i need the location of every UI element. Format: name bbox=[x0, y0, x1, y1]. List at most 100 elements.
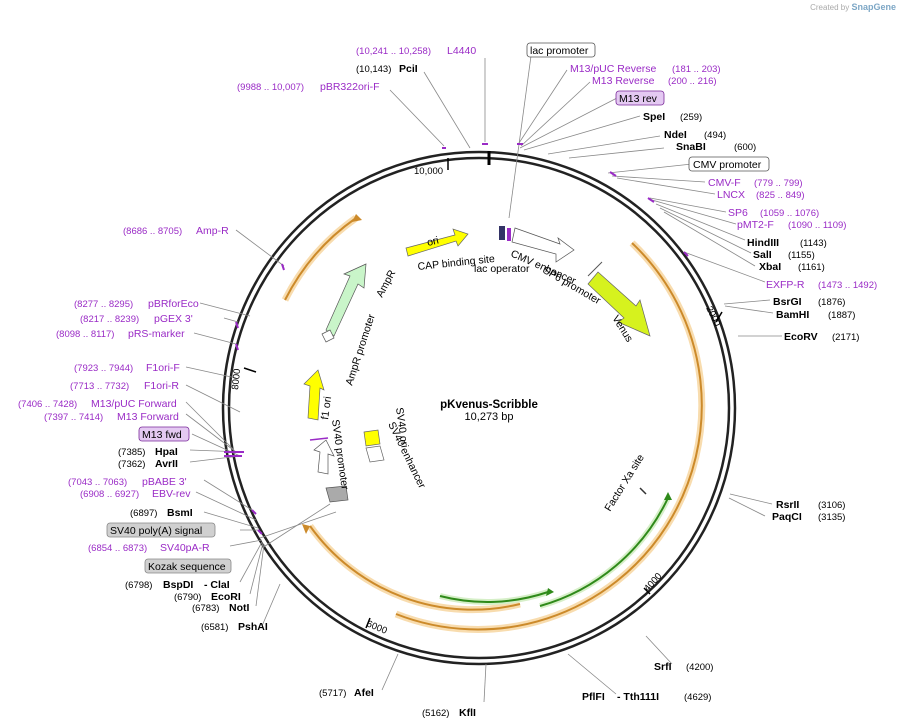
lac-operator-label: lac operator bbox=[474, 263, 530, 275]
primer-range: (181 .. 203) bbox=[672, 64, 721, 75]
plasmid-size: 10,273 bp bbox=[465, 411, 514, 423]
sv40-promoter-arrow bbox=[313, 439, 335, 475]
cap-site bbox=[499, 226, 505, 240]
ori-arrow bbox=[405, 228, 469, 257]
enzyme-name: PciI bbox=[399, 63, 418, 75]
primer-range: (7043 .. 7063) bbox=[68, 477, 127, 488]
enzyme-pos: (3135) bbox=[818, 512, 845, 523]
enzyme-pos: (6581) bbox=[201, 622, 228, 633]
orf-arrowhead-bottom bbox=[302, 524, 310, 534]
primer-name: M13 Forward bbox=[117, 411, 179, 423]
sv40-enhancer-box bbox=[365, 445, 385, 463]
primer-range: (8098 .. 8117) bbox=[56, 329, 114, 340]
enzyme-alias: - Tth111I bbox=[617, 691, 659, 703]
lac-promoter-box: lac promoter bbox=[526, 42, 596, 58]
sv40-ori-box bbox=[363, 429, 381, 447]
enzyme-pos: (6790) bbox=[174, 592, 201, 603]
primer-name: EXFP-R bbox=[766, 279, 805, 291]
sv40-polya-text: SV40 poly(A) signal bbox=[110, 525, 202, 537]
enzyme-name: BamHI bbox=[776, 309, 809, 321]
enzyme-name: NotI bbox=[229, 602, 249, 614]
primer-name: LNCX bbox=[717, 189, 745, 201]
enzyme-name: PflFI bbox=[582, 691, 605, 703]
factor-xa-label: Factor Xa site bbox=[602, 452, 647, 513]
ampr-label: AmpR bbox=[374, 268, 398, 300]
cmv-promoter-text: CMV promoter bbox=[693, 159, 762, 171]
created-by-text: Created by bbox=[810, 3, 850, 12]
primer-range: (7397 .. 7414) bbox=[44, 412, 103, 423]
primer-range: (1059 .. 1076) bbox=[760, 208, 819, 219]
primer-name: SV40pA-R bbox=[160, 542, 210, 554]
primer-name: EBV-rev bbox=[152, 488, 191, 500]
f1-ori-label: f1 ori bbox=[319, 396, 334, 421]
primer-name: pRS-marker bbox=[128, 328, 185, 340]
snapgene-watermark: Created by SnapGene bbox=[810, 2, 896, 12]
enzyme-pos: (10,143) bbox=[356, 64, 391, 75]
enzyme-name: BspDI bbox=[163, 579, 193, 591]
tick-label-6000: 6000 bbox=[365, 619, 389, 637]
primer-range: (8277 .. 8295) bbox=[74, 299, 133, 310]
enzyme-name: AfeI bbox=[354, 687, 374, 699]
enzyme-pos: (259) bbox=[680, 112, 702, 123]
enzyme-pos: (4200) bbox=[686, 662, 713, 673]
primer-name: CMV-F bbox=[708, 177, 741, 189]
primer-range: (9988 .. 10,007) bbox=[237, 82, 304, 93]
enzyme-pos: (1143) bbox=[800, 238, 827, 249]
m13-fwd-text: M13 fwd bbox=[142, 429, 182, 441]
primer-name: pBR322ori-F bbox=[320, 81, 380, 93]
green-orf-arrowhead-2 bbox=[664, 492, 672, 500]
primer-name: pBABE 3' bbox=[142, 476, 187, 488]
enzyme-labels: (10,143) PciI SpeI (259) NdeI (494) SnaB… bbox=[118, 63, 859, 719]
enzyme-name: HpaI bbox=[155, 446, 178, 458]
ampr-arrow bbox=[325, 263, 367, 337]
venus-arrow bbox=[587, 271, 651, 337]
f1-ori-arrow bbox=[303, 369, 325, 421]
primer-range: (779 .. 799) bbox=[754, 178, 803, 189]
primer-range: (825 .. 849) bbox=[756, 190, 805, 201]
m13-rev-text: M13 rev bbox=[619, 93, 658, 105]
backbone-inner bbox=[227, 156, 731, 660]
ori-label: ori bbox=[426, 234, 440, 248]
enzyme-pos: (1155) bbox=[788, 250, 815, 261]
orf-arc-bottom-halo bbox=[307, 523, 521, 614]
primer-name: L4440 bbox=[447, 45, 476, 57]
enzyme-name: BsmI bbox=[167, 507, 193, 519]
enzyme-alias: - ClaI bbox=[204, 579, 230, 591]
primer-name: pMT2-F bbox=[737, 219, 774, 231]
primer-name: F1ori-F bbox=[146, 362, 180, 374]
primer-name: F1ori-R bbox=[144, 380, 179, 392]
orf-arrowhead-left bbox=[352, 214, 362, 222]
enzyme-name: XbaI bbox=[759, 261, 781, 273]
tick-label-10000: 10,000 bbox=[414, 166, 443, 177]
lac-promoter-text: lac promoter bbox=[530, 45, 589, 57]
orf-arc-left bbox=[284, 217, 357, 301]
primer-name: M13 Reverse bbox=[592, 75, 655, 87]
orf-arc-right bbox=[395, 242, 703, 631]
primer-range: (7713 .. 7732) bbox=[70, 381, 129, 392]
enzyme-pos: (4629) bbox=[684, 692, 711, 703]
enzyme-pos: (600) bbox=[734, 142, 756, 153]
enzyme-name: HindIII bbox=[747, 237, 779, 249]
sv40-polya-box bbox=[325, 485, 349, 503]
primer-name: M13/pUC Reverse bbox=[570, 63, 657, 75]
lac-operator-mark bbox=[507, 228, 511, 241]
primer-name: SP6 bbox=[728, 207, 748, 219]
enzyme-pos: (1876) bbox=[818, 297, 845, 308]
enzyme-pos: (1887) bbox=[828, 310, 855, 321]
tick-label-8000: 8000 bbox=[230, 368, 243, 390]
backbone-ticks bbox=[243, 158, 723, 629]
enzyme-name: EcoRI bbox=[211, 591, 241, 603]
kozak-text: Kozak sequence bbox=[148, 561, 226, 573]
enzyme-name: AvrII bbox=[155, 458, 178, 470]
plasmid-name: pKvenus-Scribble bbox=[440, 399, 538, 411]
green-orf-arrowhead bbox=[546, 588, 554, 596]
backbone-outer bbox=[221, 150, 737, 666]
m13-fwd-box: M13 fwd bbox=[138, 426, 190, 442]
sv40-polya-box-label: SV40 poly(A) signal bbox=[106, 522, 216, 538]
primer-name: pGEX 3' bbox=[154, 313, 193, 325]
enzyme-name: RsrII bbox=[776, 499, 799, 511]
cmv-enhancer-arrow bbox=[511, 227, 575, 263]
cmv-promoter-box: CMV promoter bbox=[688, 156, 770, 172]
m13-rev-box: M13 rev bbox=[615, 90, 665, 106]
